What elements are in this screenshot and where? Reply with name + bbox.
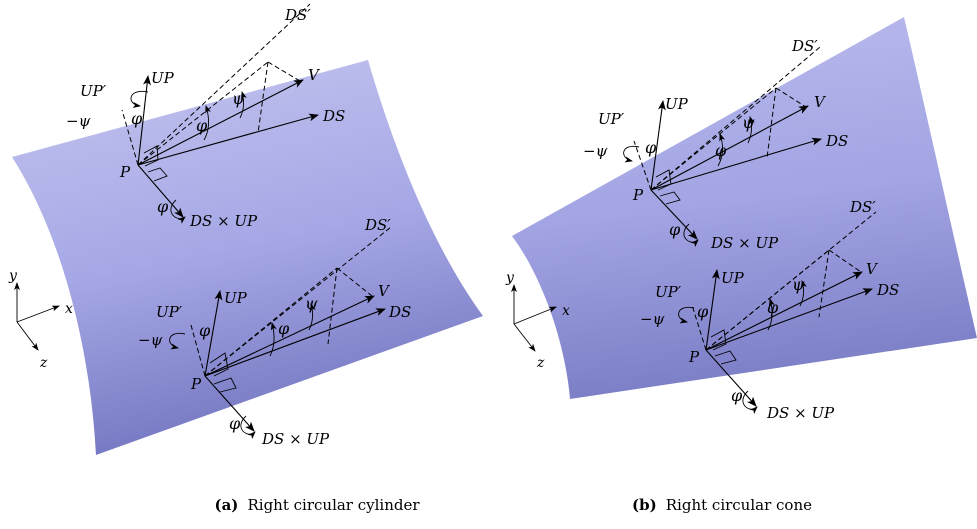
cone-surface	[512, 17, 977, 399]
label-neg-psi: −ψ	[640, 310, 665, 328]
label-p: P	[632, 186, 644, 204]
caption-b: (b) Right circular cone	[632, 495, 812, 514]
label-phi-ds: φ	[196, 116, 208, 135]
label-up-prime: UP′	[655, 283, 682, 301]
label-ds: DS	[825, 132, 848, 150]
axes-triad-cylinder	[14, 282, 60, 351]
caption-text-a: Right circular cylinder	[247, 496, 420, 514]
axis-label-z: z	[536, 355, 545, 371]
label-neg-psi: −ψ	[583, 142, 608, 160]
label-v: V	[866, 260, 879, 278]
label-phi-cross: φ	[157, 197, 169, 216]
axis-label-x: x	[65, 301, 73, 317]
label-psi: ψ	[305, 294, 318, 313]
label-v: V	[378, 282, 391, 300]
label-phi: φ	[199, 321, 211, 340]
caption-a: (a) Right circular cylinder	[214, 495, 420, 514]
label-phi-cross: φ	[731, 386, 743, 405]
label-p: P	[688, 348, 700, 366]
frame-upper-cylinder	[121, 3, 319, 224]
label-cross: DS × UP	[189, 212, 258, 230]
label-v: V	[308, 66, 321, 84]
axes-triad-cone	[511, 284, 557, 352]
caption-text-b: Right circular cone	[666, 496, 812, 514]
label-neg-psi: −ψ	[66, 112, 91, 130]
axis-label-y: y	[8, 268, 18, 284]
label-p: P	[190, 375, 202, 393]
label-psi: ψ	[232, 89, 245, 108]
panel-cone	[511, 17, 977, 415]
label-psi: ψ	[792, 275, 805, 294]
label-up: UP	[224, 289, 248, 307]
label-up-prime: UP′	[598, 110, 625, 128]
label-up-prime: UP′	[80, 82, 107, 100]
panel-cylinder	[12, 3, 483, 455]
label-ds: DS	[876, 281, 899, 299]
label-neg-psi: −ψ	[138, 331, 163, 349]
label-ds-prime: DS′	[364, 216, 391, 234]
label-phi-ds: φ	[767, 298, 779, 317]
axis-label-z: z	[39, 355, 48, 371]
frame-upper-cone	[623, 46, 822, 248]
caption-tag-a: (a)	[214, 496, 238, 514]
label-cross: DS × UP	[710, 234, 779, 252]
label-ds: DS	[388, 303, 411, 321]
label-up-prime: UP′	[156, 303, 183, 321]
label-psi: ψ	[742, 113, 755, 132]
frame-lower-cone	[678, 211, 877, 415]
label-ds-prime: DS′	[284, 6, 311, 24]
caption-tag-b: (b)	[632, 496, 657, 514]
label-p: P	[119, 163, 131, 181]
axis-label-y: y	[505, 270, 515, 286]
label-phi: φ	[645, 138, 657, 157]
label-phi-cross: φ	[669, 220, 681, 239]
label-up: UP	[151, 69, 175, 87]
label-phi-cross: φ	[229, 414, 241, 433]
label-ds-prime: DS′	[791, 37, 818, 55]
axis-label-x: x	[562, 303, 570, 319]
label-cross: DS × UP	[261, 430, 330, 448]
cylinder-surface	[12, 60, 483, 455]
label-cross: DS × UP	[766, 404, 835, 422]
frame-lower-cylinder	[169, 226, 392, 440]
label-ds: DS	[322, 107, 345, 125]
label-phi: φ	[131, 109, 143, 128]
label-up: UP	[721, 269, 745, 287]
label-phi: φ	[697, 302, 709, 321]
label-up: UP	[665, 95, 689, 113]
label-v: V	[814, 93, 827, 111]
label-ds-prime: DS′	[849, 198, 876, 216]
label-phi-ds: φ	[278, 319, 290, 338]
label-phi-ds: φ	[715, 141, 727, 160]
